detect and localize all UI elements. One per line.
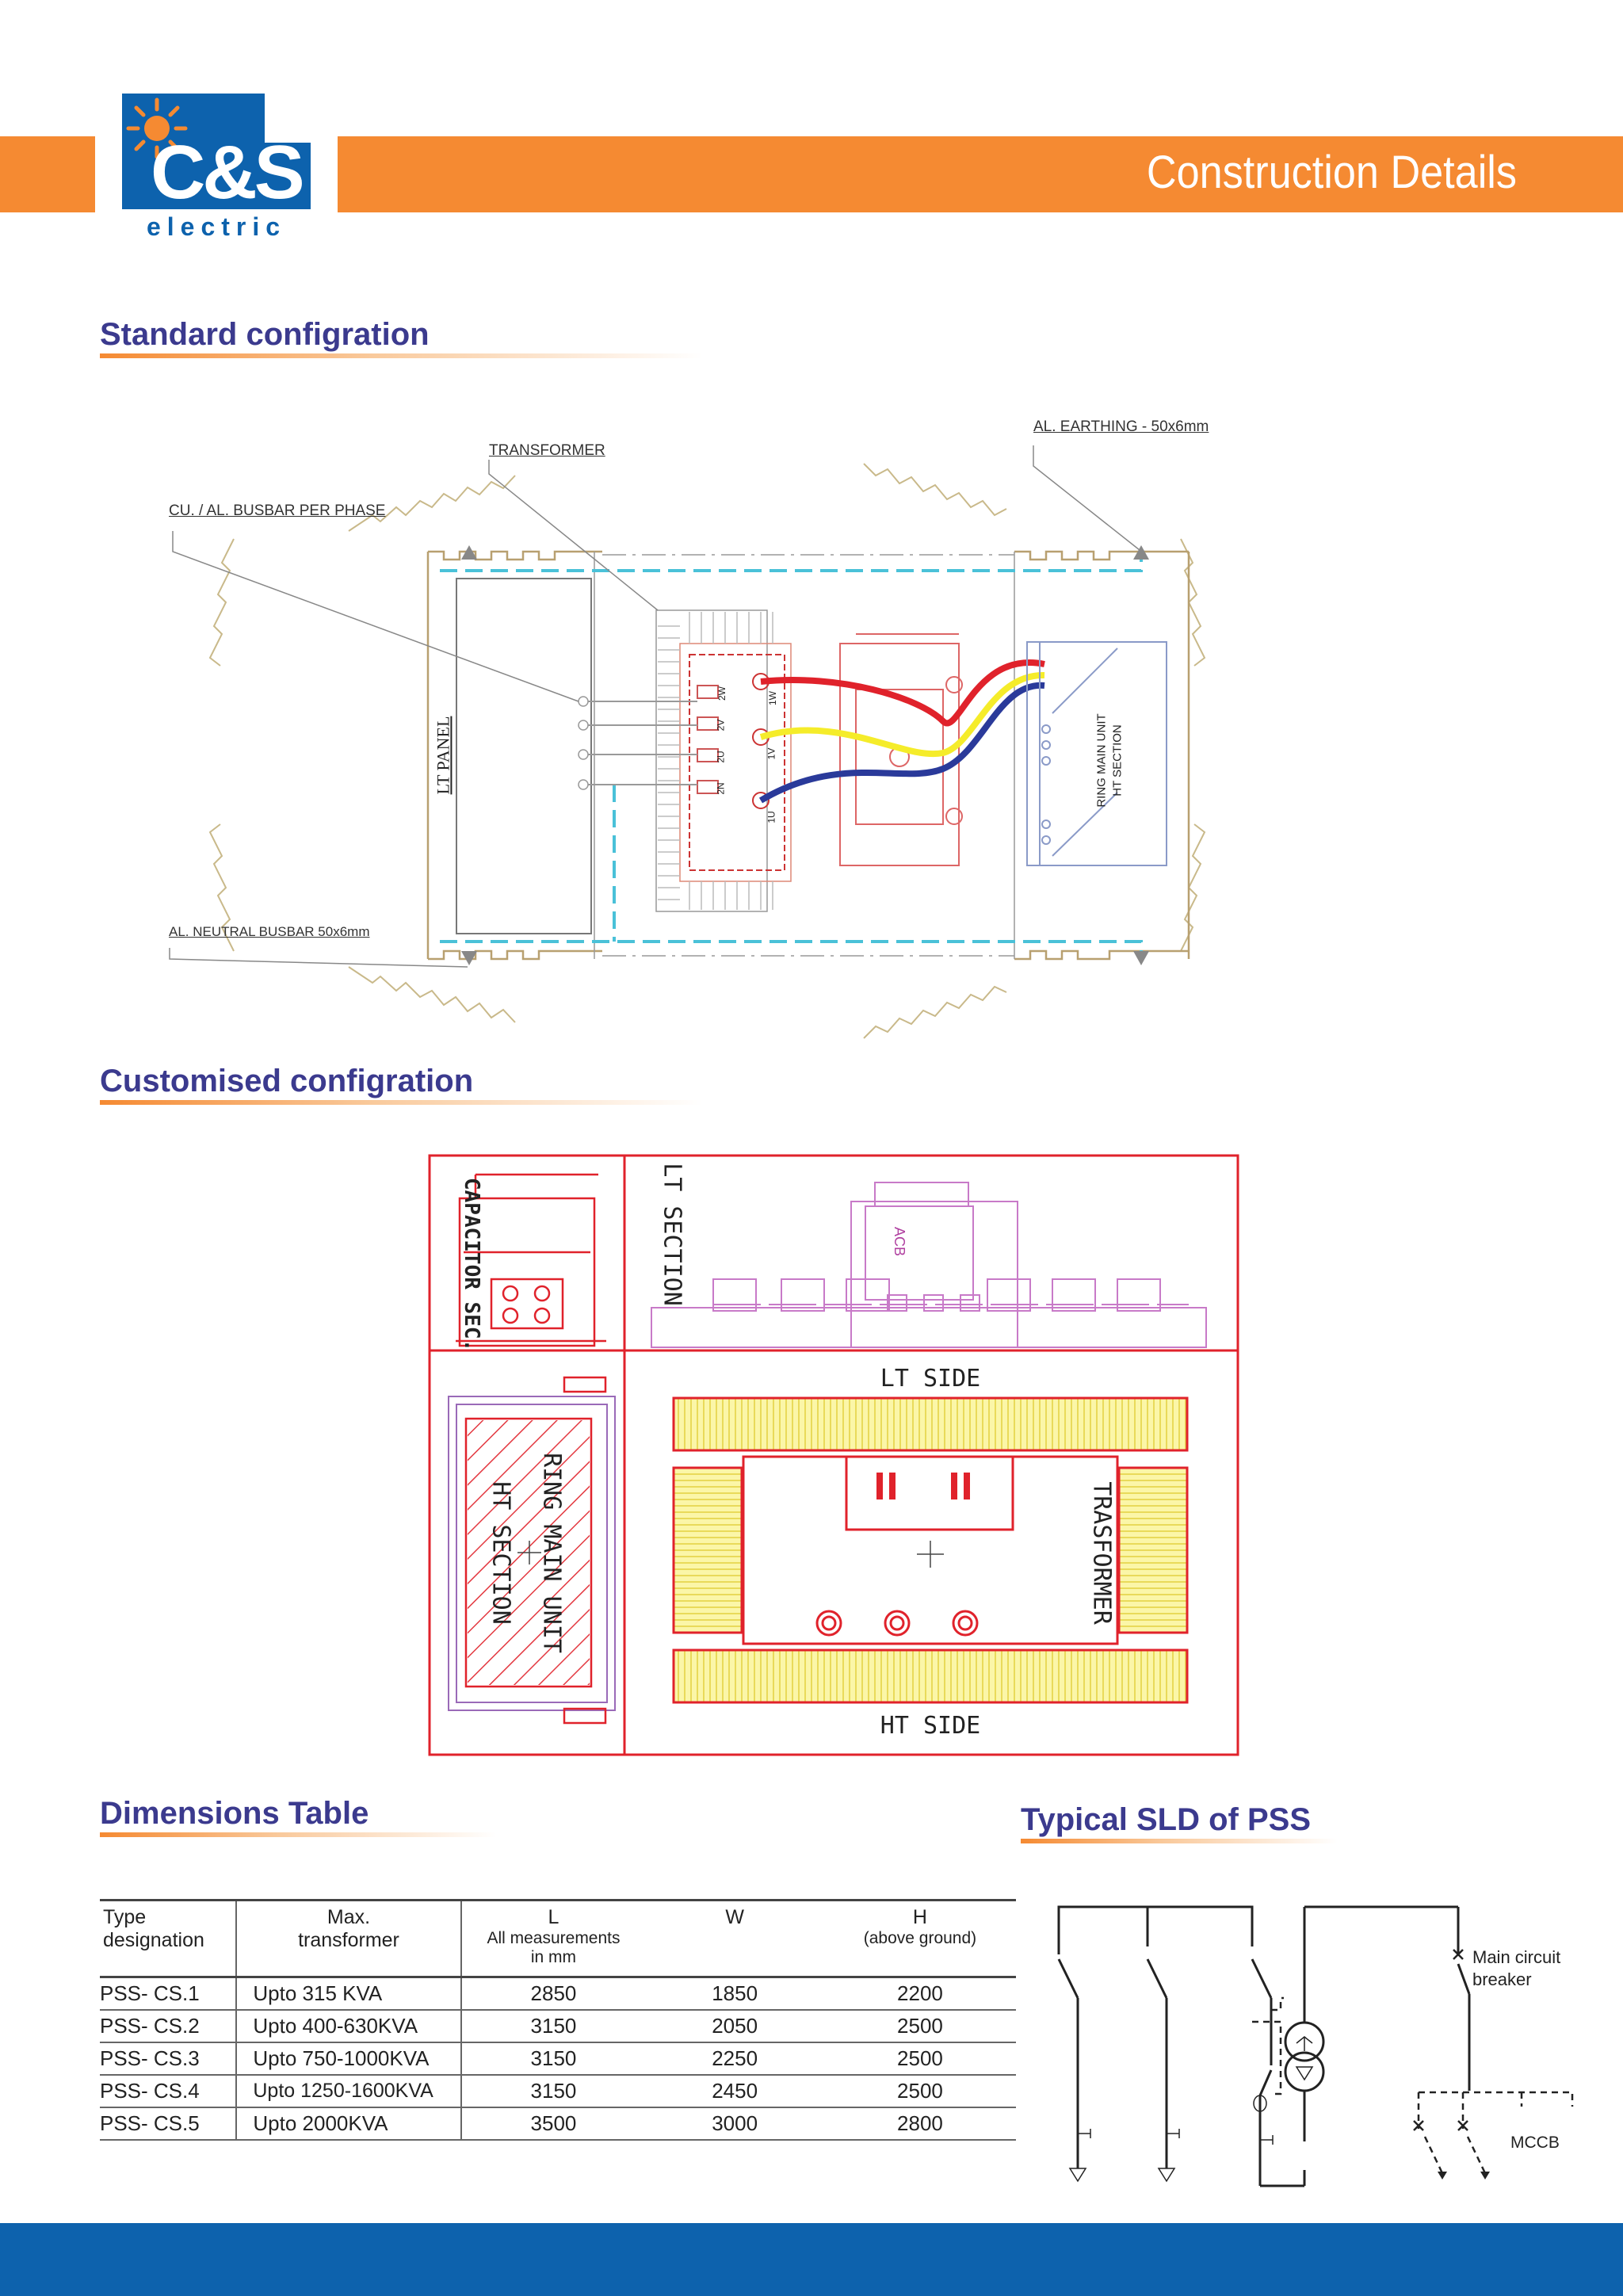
- header-w-label: W: [725, 1906, 744, 1928]
- sun-icon: [126, 97, 188, 159]
- section-title-standard: Standard configration: [100, 317, 430, 352]
- cell-l: 2850: [460, 1977, 646, 2011]
- cell-type: PSS- CS.2: [100, 2010, 238, 2043]
- footer-bar: [0, 2223, 1623, 2296]
- section-underline: [1021, 1839, 1338, 1843]
- door-outlines: [208, 463, 1206, 1039]
- terminal-1u: 1U: [766, 811, 777, 823]
- cell-l: 3150: [460, 2075, 646, 2108]
- header-max-line2: transformer: [298, 1929, 399, 1951]
- callout-busbar: CU. / AL. BUSBAR PER PHASE: [169, 502, 386, 519]
- header-type-line2: designation: [103, 1929, 204, 1951]
- table-header-row: Type designation Max. transformer L All …: [100, 1900, 1016, 1977]
- page-title: Construction Details: [1146, 147, 1517, 198]
- header-h-label: H: [912, 1906, 927, 1928]
- cell-w: 3000: [645, 2107, 824, 2141]
- cell-l: 3150: [460, 2042, 646, 2076]
- header-l-label: L: [548, 1906, 559, 1928]
- cell-type: PSS- CS.1: [100, 1977, 238, 2011]
- main-breaker-label: Main circuit breaker: [1472, 1946, 1560, 1990]
- standard-diagram-drawing: [169, 445, 1206, 1039]
- dimensions-table: Type designation Max. transformer L All …: [100, 1899, 1016, 2141]
- header-h-note: (above ground): [863, 1929, 977, 1947]
- cell-w: 2050: [645, 2010, 824, 2043]
- section-title-sld: Typical SLD of PSS: [1021, 1802, 1311, 1837]
- section-underline: [100, 1832, 496, 1837]
- rmu-label-line1: RING MAIN UNIT: [1094, 713, 1109, 808]
- terminal-2v: 2V: [715, 719, 727, 732]
- cell-l: 3150: [460, 2010, 646, 2043]
- header-type: Type designation: [100, 1900, 238, 1977]
- cell-transformer: Upto 315 KVA: [236, 1977, 462, 2011]
- header-h: H (above ground): [824, 1901, 1016, 1977]
- callout-earthing: AL. EARTHING - 50x6mm: [1033, 418, 1209, 435]
- transformer-label: TRASFORMER: [1087, 1481, 1116, 1625]
- header-max-transformer: Max. transformer: [236, 1900, 462, 1977]
- logo-text: C&S: [151, 130, 305, 215]
- main-breaker-line1: Main circuit: [1472, 1947, 1561, 1967]
- mccb-label: MCCB: [1510, 2134, 1560, 2152]
- cell-transformer: Upto 2000KVA: [236, 2107, 462, 2141]
- cell-h: 2500: [823, 2042, 1016, 2076]
- cell-h: 2500: [823, 2075, 1016, 2108]
- table-row: PSS- CS.1 Upto 315 KVA 2850 1850 2200: [100, 1977, 1016, 2011]
- cell-transformer: Upto 400-630KVA: [236, 2010, 462, 2043]
- terminal-1w: 1W: [767, 691, 778, 705]
- header-bar-left: [0, 136, 95, 212]
- cell-w: 2250: [645, 2042, 824, 2076]
- cell-type: PSS- CS.4: [100, 2075, 238, 2108]
- logo-subtext: electric: [146, 212, 287, 241]
- cell-type: PSS- CS.5: [100, 2107, 238, 2141]
- header-bar: [338, 136, 1623, 212]
- header-l: L All measurements in mm: [461, 1901, 646, 1977]
- rmu-label-line2: HT SECTION: [1110, 724, 1124, 797]
- logo-graphic: [122, 94, 311, 209]
- header-max-line1: Max.: [327, 1906, 371, 1928]
- section-title-dimensions: Dimensions Table: [100, 1796, 369, 1831]
- callout-transformer: TRANSFORMER: [489, 442, 605, 459]
- table-row: PSS- CS.2 Upto 400-630KVA 3150 2050 2500: [100, 2010, 1016, 2043]
- header-l-note1: All measurements: [487, 1929, 621, 1947]
- terminal-1v: 1V: [766, 747, 777, 760]
- cell-w: 1850: [645, 1977, 824, 2011]
- lt-side-label: LT SIDE: [880, 1365, 981, 1392]
- header-w: W: [645, 1901, 824, 1977]
- ht-section-label: HT SECTION: [487, 1481, 515, 1625]
- company-logo: C&S electric: [122, 94, 311, 241]
- cell-h: 2800: [823, 2107, 1016, 2141]
- main-breaker-line2: breaker: [1472, 1969, 1532, 1989]
- single-line-diagram: Main circuit breaker MCCB: [1030, 1899, 1601, 2200]
- ring-main-unit-label: RING MAIN UNIT: [537, 1453, 566, 1653]
- sld-drawing: [1057, 1905, 1574, 2187]
- cell-transformer: Upto 1250-1600KVA: [236, 2075, 462, 2108]
- lt-panel-label: LT PANEL: [433, 716, 453, 795]
- ht-side-label: HT SIDE: [880, 1712, 981, 1740]
- callout-neutral-busbar: AL. NEUTRAL BUSBAR 50x6mm: [169, 924, 370, 939]
- enclosure-outline: [426, 550, 1190, 961]
- terminal-2w: 2W: [716, 686, 727, 701]
- cell-h: 2500: [823, 2010, 1016, 2043]
- cell-l: 3500: [460, 2107, 646, 2141]
- rmu-label: RING MAIN UNIT HT SECTION: [1094, 682, 1125, 840]
- acb-label: ACB: [892, 1226, 908, 1257]
- section-underline: [100, 353, 702, 358]
- cell-w: 2450: [645, 2075, 824, 2108]
- table-row: PSS- CS.5 Upto 2000KVA 3500 3000 2800: [100, 2107, 1016, 2141]
- header-type-line1: Type: [103, 1906, 147, 1928]
- terminal-2u: 2U: [715, 751, 727, 763]
- standard-configuration-diagram: TRANSFORMER CU. / AL. BUSBAR PER PHASE A…: [158, 412, 1284, 1062]
- header-l-note2: in mm: [530, 1948, 577, 1966]
- table-row: PSS- CS.4 Upto 1250-1600KVA 3150 2450 25…: [100, 2075, 1016, 2108]
- cell-type: PSS- CS.3: [100, 2042, 238, 2076]
- lt-section-label: LT SECTION: [658, 1163, 686, 1306]
- cell-transformer: Upto 750-1000KVA: [236, 2042, 462, 2076]
- capacitor-section-label: CAPACITOR SEC.: [460, 1178, 483, 1352]
- table-row: PSS- CS.3 Upto 750-1000KVA 3150 2250 250…: [100, 2042, 1016, 2076]
- cell-h: 2200: [823, 1977, 1016, 2011]
- section-title-customised: Customised configration: [100, 1064, 474, 1098]
- customised-diagram-drawing: [428, 1154, 1239, 1756]
- section-underline: [100, 1100, 702, 1105]
- customised-configuration-diagram: CAPACITOR SEC. LT SECTION ACB LT SIDE HT…: [428, 1154, 1239, 1756]
- terminal-2n: 2N: [715, 782, 727, 795]
